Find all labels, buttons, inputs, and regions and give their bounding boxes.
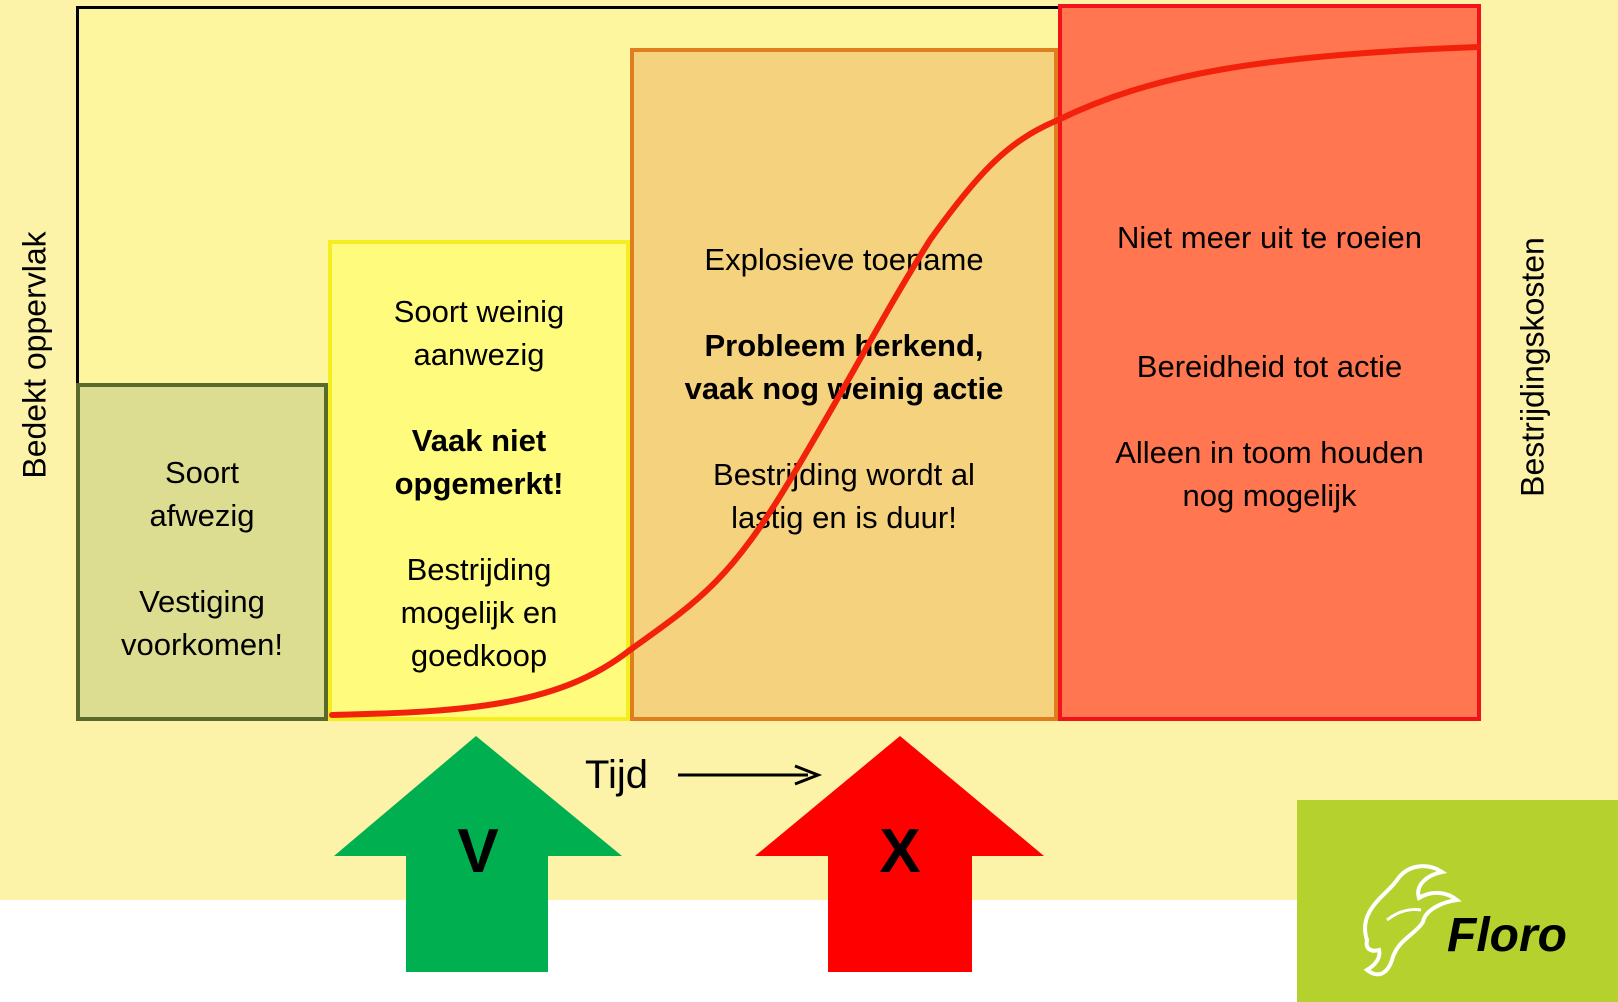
stage-spacer — [634, 281, 1054, 324]
stage-spacer — [1062, 388, 1477, 431]
logo-emblem-icon — [1363, 864, 1462, 977]
y-axis-left-label: Bedekt oppervlak — [16, 231, 53, 479]
green-arrow-label: V — [457, 817, 499, 886]
stage-spacer — [332, 505, 626, 548]
stage-text-line: vaak nog weinig actie — [684, 371, 1004, 406]
logo-text: Floro — [1447, 909, 1567, 962]
stage-text-line: Vaak niet — [411, 423, 547, 458]
stage-text-line: Vestiging — [139, 584, 265, 619]
stage-text-line: Bereidheid tot actie — [1136, 349, 1403, 384]
stage-text-line: lastig en is duur! — [731, 500, 957, 535]
stage-text-line: goedkoop — [410, 638, 548, 673]
stage-text-line: opgemerkt! — [394, 466, 564, 501]
stage-text-line: Bestrijding — [406, 552, 552, 587]
stage-text-line: aanwezig — [413, 337, 545, 372]
stage-text-line: mogelijk en — [400, 595, 558, 630]
stage-text-line: voorkomen! — [121, 627, 283, 662]
stage-text-line: Alleen in toom houden — [1115, 435, 1424, 470]
red-arrow-label: X — [879, 817, 921, 886]
stage-spacer — [80, 537, 324, 580]
y-axis-right-label: Bestrijdingskosten — [1514, 237, 1551, 497]
stage-spacer — [634, 410, 1054, 453]
stage-text-line: Niet meer uit te roeien — [1117, 220, 1422, 255]
stage-text-line: Probleem herkend, — [704, 328, 984, 363]
stage-text-line: nog mogelijk — [1182, 478, 1357, 513]
stage-text-line: afwezig — [149, 498, 255, 533]
stage-text-line: Soort weinig — [393, 294, 565, 329]
stage-text-line: Explosieve toename — [704, 242, 984, 277]
stage-spacer — [332, 376, 626, 419]
stage-text-line: Soort — [164, 455, 240, 490]
floron-logo: Floro — [1297, 800, 1618, 1002]
x-axis-label: Tijd — [585, 753, 648, 797]
stage-spacer — [1062, 259, 1477, 302]
stage-text-line: Bestrijding wordt al — [713, 457, 975, 492]
stage-spacer — [1062, 302, 1477, 345]
